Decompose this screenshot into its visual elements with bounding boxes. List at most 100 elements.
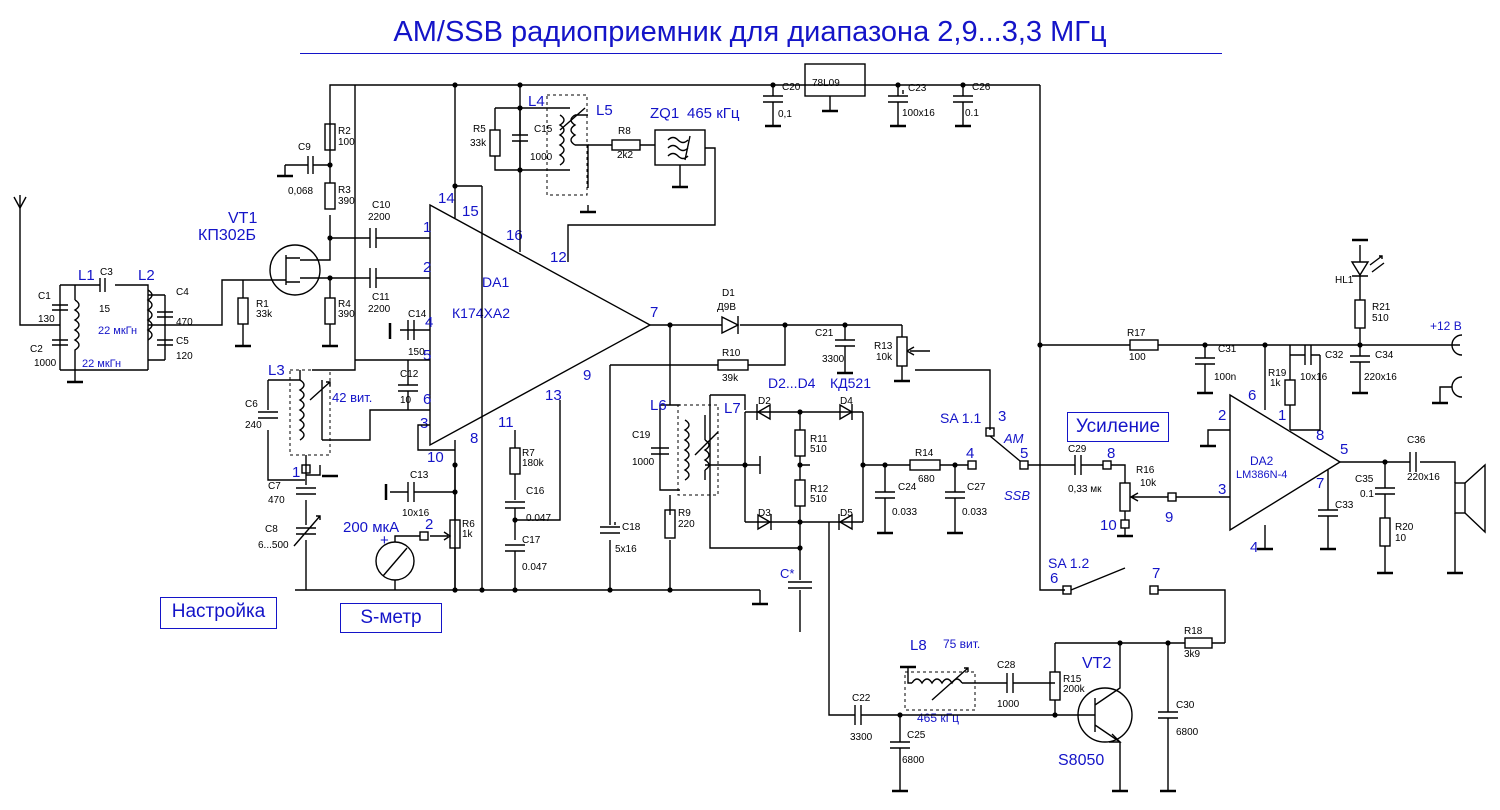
capacitor-c31: C31 100n (1195, 344, 1237, 395)
capacitor-c16: C16 0.047 (505, 400, 561, 540)
svg-text:L1: L1 (78, 267, 95, 284)
svg-text:2200: 2200 (368, 212, 391, 223)
svg-text:6...500: 6...500 (258, 540, 289, 551)
svg-text:КД521: КД521 (830, 375, 871, 391)
capacitor-c26: C26 0.1 (953, 82, 991, 128)
svg-text:D1: D1 (722, 288, 735, 299)
s-meter-gauge: 200 мкА + 2 (343, 516, 433, 590)
svg-text:C31: C31 (1218, 344, 1237, 355)
title-underline (300, 53, 1222, 54)
inductor-l8: L8 75 вит. 465 кГц (898, 637, 980, 725)
inductor-l3: L3 42 вит. (268, 362, 430, 456)
svg-text:D2...D4: D2...D4 (768, 375, 816, 391)
svg-text:VT2: VT2 (1082, 655, 1111, 672)
wire-da2-out (1340, 461, 1456, 483)
capacitor-c34: C34 220x16 (1350, 345, 1397, 395)
svg-text:0,33 мк: 0,33 мк (1068, 484, 1102, 495)
svg-text:C33: C33 (1335, 500, 1354, 511)
svg-text:5: 5 (1020, 445, 1028, 462)
svg-text:10k: 10k (876, 352, 893, 363)
chip-da1: DA1 К174ХА2 1 2 3 4 5 6 7 8 9 10 11 12 1… (420, 190, 658, 466)
svg-text:R17: R17 (1127, 328, 1146, 339)
tuning-label-box: Настройка (160, 597, 277, 629)
svg-text:7: 7 (1316, 475, 1324, 492)
svg-text:C13: C13 (410, 470, 429, 481)
switch-sa11[interactable]: 4 3 5 SA 1.1 AM SSB (940, 408, 1062, 503)
resistor-r21: R21 510 (1354, 299, 1391, 345)
svg-text:R5: R5 (473, 124, 486, 135)
led-hl1: HL1 (1335, 238, 1385, 300)
svg-text:11: 11 (498, 414, 514, 431)
svg-text:39k: 39k (722, 373, 739, 384)
capacitor-c13: C13 10x16 (384, 470, 455, 519)
svg-text:C10: C10 (372, 200, 391, 211)
wire-l3-tap (306, 465, 321, 476)
capacitor-c19: C19 1000 (632, 404, 680, 491)
svg-text:5x16: 5x16 (615, 544, 637, 555)
svg-text:C24: C24 (898, 482, 917, 493)
svg-text:C*: C* (780, 566, 794, 581)
svg-text:L2: L2 (138, 267, 155, 284)
switch-sa12[interactable]: SA 1.2 6 7 (1048, 555, 1226, 643)
svg-text:C20: C20 (782, 82, 801, 93)
svg-text:3300: 3300 (822, 354, 845, 365)
wire-to-c22 (828, 522, 855, 716)
resistor-r20: R20 10 (1375, 517, 1414, 575)
svg-text:DA1: DA1 (482, 274, 509, 290)
svg-text:C6: C6 (245, 399, 258, 410)
svg-text:4: 4 (1250, 539, 1258, 556)
svg-text:2: 2 (1218, 407, 1226, 424)
svg-text:C15: C15 (534, 124, 553, 135)
svg-text:L6: L6 (650, 397, 667, 414)
svg-text:15: 15 (462, 203, 479, 220)
svg-text:0.033: 0.033 (892, 507, 917, 518)
svg-text:3300: 3300 (850, 732, 873, 743)
capacitor-c3: C3 15 (99, 267, 113, 315)
resistor-r4: R4 390 (320, 288, 355, 348)
svg-text:L8: L8 (910, 637, 927, 654)
power-connector-icon: +12 В (1430, 319, 1463, 405)
svg-text:R20: R20 (1395, 522, 1414, 533)
capacitor-c7: C7 470 (268, 481, 316, 506)
svg-text:КП302Б: КП302Б (198, 227, 256, 244)
diode-bridge: D2...D4 КД521 D2 D4 D3 D5 R11 510 R12 51… (744, 375, 902, 551)
svg-text:C16: C16 (526, 486, 545, 497)
svg-text:9: 9 (1165, 509, 1173, 526)
svg-text:C19: C19 (632, 430, 651, 441)
svg-text:78L09: 78L09 (812, 78, 840, 89)
regulator-78l09: 78L09 (804, 63, 866, 113)
svg-text:510: 510 (810, 444, 827, 455)
capacitor-c12: C12 10 (398, 360, 419, 410)
capacitor-c33: C33 (1318, 470, 1354, 551)
svg-text:C34: C34 (1375, 350, 1394, 361)
svg-text:6800: 6800 (1176, 727, 1199, 738)
capacitor-c9: C9 0,068 (275, 142, 330, 197)
wire-c6 (267, 370, 305, 481)
svg-text:4: 4 (966, 445, 974, 462)
svg-text:+: + (380, 532, 389, 549)
capacitor-c4-c5: C4 470 C5 120 (148, 287, 193, 362)
svg-text:100: 100 (338, 137, 355, 148)
svg-text:L7: L7 (724, 400, 741, 417)
resistor-r16-volume[interactable]: 8 10 R16 10k (1100, 445, 1168, 538)
svg-text:510: 510 (1372, 313, 1389, 324)
resistor-r9: R9 220 (664, 508, 695, 539)
svg-text:3: 3 (1218, 481, 1226, 498)
page-title: AM/SSB радиоприемник для диапазона 2,9..… (393, 16, 1107, 48)
capacitor-c20: C20 0,1 (763, 82, 801, 128)
svg-text:L3: L3 (268, 362, 285, 379)
svg-text:R12: R12 (810, 484, 829, 495)
svg-text:LM386N-4: LM386N-4 (1236, 469, 1287, 481)
svg-text:2k2: 2k2 (617, 150, 634, 161)
svg-text:220x16: 220x16 (1364, 372, 1397, 383)
svg-text:R19: R19 (1268, 368, 1287, 379)
svg-text:1000: 1000 (632, 457, 655, 468)
svg-text:5: 5 (423, 347, 431, 364)
capacitor-c8-variable: C8 6...500 (258, 515, 321, 551)
capacitor-c-star: C* (780, 548, 812, 632)
svg-text:C28: C28 (997, 660, 1016, 671)
svg-text:C18: C18 (622, 522, 641, 533)
da2-top-wiring (1264, 345, 1321, 431)
svg-text:1: 1 (423, 219, 431, 236)
